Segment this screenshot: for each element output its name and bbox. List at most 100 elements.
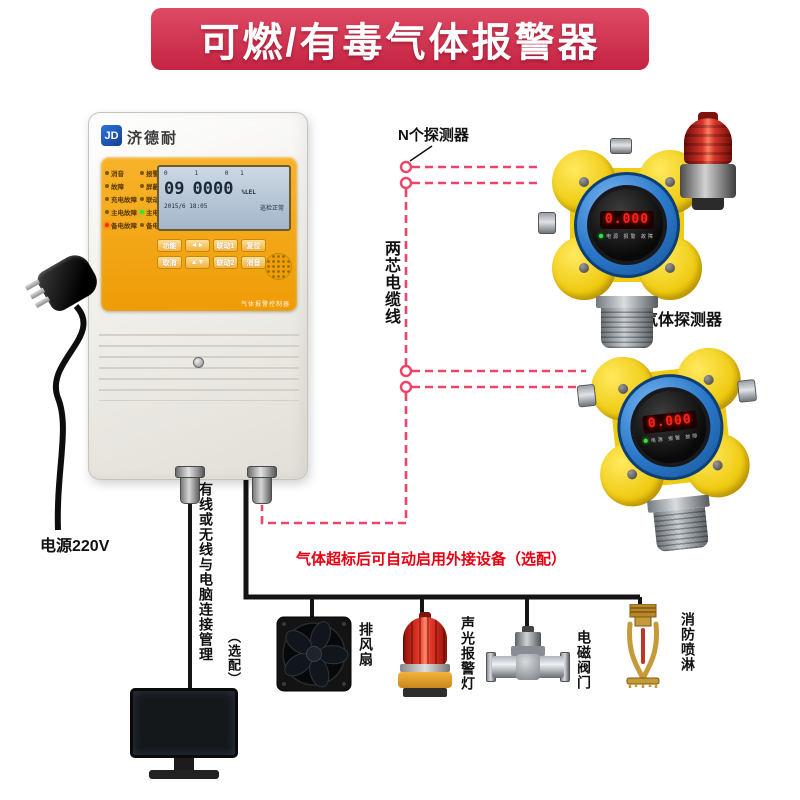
lcd-channel-value: 09 — [164, 179, 185, 199]
power-led — [643, 438, 648, 443]
backup-power-fault-led — [105, 222, 109, 227]
lcd-unit: %LEL — [241, 189, 256, 196]
detector-led-labels: 电源 报警 故障 — [606, 233, 655, 240]
alarm-ring — [400, 664, 450, 672]
cable-entry-left — [538, 212, 556, 234]
indicator-row: 充电故障 联动 — [105, 192, 159, 205]
gas-detector-2: 0.000 电源 报警 故障 — [576, 344, 758, 560]
indicator-label: 主电故障 — [111, 209, 137, 217]
cable-label: 两芯电缆线 — [382, 240, 399, 325]
bolt-icon — [665, 177, 675, 187]
sprinkler-label: 消防喷淋 — [680, 612, 696, 672]
cable-gland-left — [180, 477, 200, 504]
siren-base — [692, 198, 724, 210]
siren-dome — [684, 118, 732, 164]
page-title: 可燃/有毒气体报警器 — [199, 21, 601, 65]
detector-display: 0.000 电源 报警 故障 — [587, 185, 667, 265]
sprinkler-icon — [626, 603, 660, 688]
linkage-led — [140, 196, 144, 201]
cable-entry-left — [576, 383, 597, 408]
lcd-status-row: 2015/6 18:05 巡检正常 — [164, 203, 284, 212]
updown-buttons[interactable]: ▲▼ — [185, 256, 210, 269]
optional-label: （选配） — [226, 630, 241, 686]
alarm-dome — [403, 617, 447, 665]
function-button[interactable]: 功能 — [157, 239, 182, 252]
indicator-row: 故障 屏蔽 — [105, 179, 159, 192]
mute-button[interactable]: 消音 — [241, 256, 266, 269]
charge-fault-led — [105, 196, 109, 201]
brand-name: 济德耐 — [127, 130, 179, 147]
alarm-controller: JD 济德耐 消音 报警 故障 屏蔽 充电故障 联动 主电故障 主电 备电故障 … — [88, 112, 308, 480]
exhaust-fan — [276, 616, 352, 692]
detector-reading: 0.000 — [647, 411, 693, 432]
indicator-label: 报警 — [146, 170, 159, 178]
valve-coil — [515, 632, 541, 647]
status-indicators: 消音 报警 故障 屏蔽 充电故障 联动 主电故障 主电 备电故障 备电 — [105, 166, 159, 231]
linkage2-button[interactable]: 联动2 — [213, 256, 238, 269]
detector-status-row: 电源 报警 故障 — [643, 432, 700, 445]
indicator-label: 消音 — [111, 170, 124, 178]
alarm-foot — [403, 688, 447, 697]
sensor-collar — [596, 296, 658, 308]
detector-led-labels: 电源 报警 故障 — [650, 432, 700, 444]
linkage1-button[interactable]: 联动1 — [213, 239, 238, 252]
shield-led — [140, 183, 144, 188]
lcd-main-row: 09 0000 %LEL — [164, 179, 284, 199]
indicator-label: 备电故障 — [111, 222, 137, 230]
indicator-row: 消音 报警 — [105, 166, 159, 179]
cancel-button[interactable]: 取消 — [157, 256, 182, 269]
valve-cap — [522, 626, 534, 633]
lcd-concentration-value: 0000 — [192, 179, 234, 199]
indicator-label: 主电 — [146, 209, 159, 217]
sensor-cylinder — [601, 308, 653, 348]
n-detectors-label: N个探测器 — [398, 127, 469, 144]
alarm-base — [398, 672, 452, 688]
detector-led-window: 0.000 — [642, 409, 698, 434]
arrow-buttons[interactable]: ◄► — [185, 239, 210, 252]
bolt-icon — [579, 177, 589, 187]
lcd-status-text: 巡检正常 — [259, 205, 284, 212]
detector-reading: 0.000 — [604, 212, 650, 227]
alarm-cap — [419, 612, 431, 619]
sound-light-alarm — [398, 612, 452, 700]
monitor-screen — [130, 688, 238, 758]
monitor-base — [149, 770, 219, 779]
indicator-label: 故障 — [111, 183, 124, 191]
bolt-icon — [665, 263, 675, 273]
fire-sprinkler — [614, 603, 672, 700]
main-power-fault-led — [105, 209, 109, 214]
fan-icon — [276, 616, 352, 692]
alarm-led — [140, 170, 144, 175]
speaker-grille — [265, 253, 292, 280]
auto-start-note: 气体超标后可自动启用外接设备（选配） — [296, 551, 567, 568]
pc-monitor — [130, 688, 238, 783]
brand-logo-icon: JD — [101, 125, 122, 146]
gas-detector-1: 0.000 电源 报警 故障 — [538, 138, 702, 350]
detector-led-window: 0.000 — [600, 210, 654, 229]
alarm-label: 声光报警灯 — [460, 616, 476, 691]
pc-link-label: 有线或无线与电脑连接管理 — [198, 482, 214, 662]
siren-body — [680, 164, 736, 198]
valve-bonnet — [511, 646, 545, 656]
power-cord — [53, 303, 87, 531]
panel-buttons: 功能 ◄► 联动1 复位 取消 ▲▼ 联动2 消音 — [157, 239, 266, 269]
terminal-circles — [399, 160, 413, 394]
lcd-channel-row: 0 1 0 1 — [164, 170, 248, 177]
cable-entry-right — [736, 379, 758, 403]
lcd-datetime: 2015/6 18:05 — [164, 203, 208, 210]
strobe-siren — [676, 112, 740, 212]
panel-footer-text: 气体报警控制器 — [240, 302, 290, 308]
monitor-stand — [174, 758, 194, 770]
valve-body — [516, 654, 540, 680]
indicator-label: 备电 — [146, 222, 159, 230]
valve-label: 电磁阀门 — [576, 630, 592, 690]
detector-status-row: 电源 报警 故障 — [599, 233, 655, 240]
cable-entry-top — [610, 138, 632, 154]
power-label: 电源220V — [40, 538, 110, 555]
title-banner: 可燃/有毒气体报警器 — [151, 8, 649, 70]
reset-button[interactable]: 复位 — [241, 239, 266, 252]
sensor-cylinder — [653, 506, 710, 553]
solenoid-valve — [486, 626, 570, 692]
indicator-label: 联动 — [146, 196, 159, 204]
indicator-row: 主电故障 主电 — [105, 205, 159, 218]
